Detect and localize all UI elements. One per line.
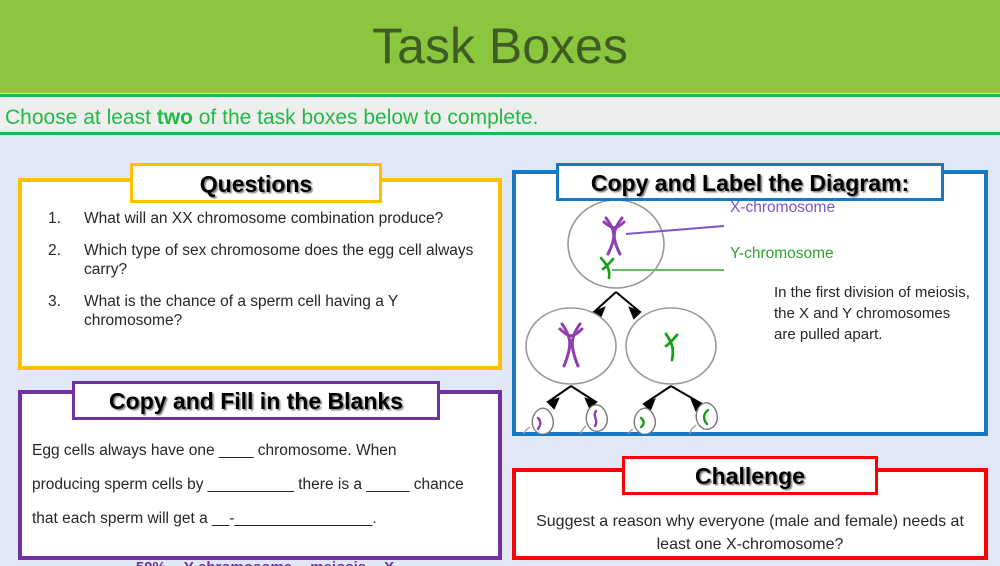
diagram-tab-label: Copy and Label the Diagram: bbox=[556, 163, 944, 201]
x-chromosome-icon bbox=[558, 322, 584, 368]
subtitle-after: of the task boxes below to complete. bbox=[192, 106, 539, 129]
blanks-line: Egg cells always have one ____ chromosom… bbox=[32, 442, 397, 459]
question-number: 3. bbox=[48, 293, 61, 310]
question-text: Which type of sex chromosome does the eg… bbox=[84, 242, 474, 278]
meiosis-diagram bbox=[522, 199, 725, 434]
challenge-tab-label: Challenge bbox=[622, 456, 878, 495]
question-text: What will an XX chromosome combination p… bbox=[84, 210, 444, 227]
blanks-line: producing sperm cells by __________ ther… bbox=[32, 476, 464, 493]
list-item: 1. What will an XX chromosome combinatio… bbox=[34, 209, 494, 228]
x-chromosome-label: X-chromosome bbox=[730, 199, 836, 216]
x-label-leader-line bbox=[625, 225, 725, 235]
question-number: 2. bbox=[48, 242, 61, 259]
subtitle-instruction: Choose at least two of the task boxes be… bbox=[5, 100, 538, 135]
list-item: 3. What is the chance of a sperm cell ha… bbox=[34, 292, 494, 330]
sperm-cell-x-icon bbox=[522, 407, 554, 434]
division-arrows-1 bbox=[592, 291, 642, 320]
subtitle-before: Choose at least bbox=[5, 106, 157, 129]
list-item: 2. Which type of sex chromosome does the… bbox=[34, 241, 494, 279]
challenge-text: Suggest a reason why everyone (male and … bbox=[536, 513, 964, 553]
y-chromosome-icon bbox=[599, 256, 615, 280]
y-chromosome-icon bbox=[664, 332, 679, 362]
word-bank: 50% Y-chromosome meiosis X bbox=[32, 559, 498, 566]
questions-tab-label: Questions bbox=[130, 163, 382, 203]
subtitle-emphasis: two bbox=[156, 106, 193, 129]
word-bank-item: X bbox=[384, 559, 394, 566]
diagram-task-box[interactable]: X-chromosome Y-chromosome In the first d… bbox=[512, 170, 988, 436]
fill-in-blanks-tab-label: Copy and Fill in the Blanks bbox=[72, 381, 440, 420]
question-text: What is the chance of a sperm cell havin… bbox=[84, 293, 398, 329]
sperm-cell-x-icon bbox=[579, 404, 608, 434]
questions-task-box[interactable]: 1. What will an XX chromosome combinatio… bbox=[18, 178, 502, 370]
fill-in-blanks-body: Egg cells always have one ____ chromosom… bbox=[32, 434, 498, 566]
header-band bbox=[0, 0, 1000, 93]
questions-list: 1. What will an XX chromosome combinatio… bbox=[34, 209, 494, 343]
sperm-cell-y-icon bbox=[689, 402, 718, 434]
question-number: 1. bbox=[48, 210, 61, 227]
word-bank-item: Y-chromosome bbox=[184, 559, 292, 566]
sperm-cell-y-icon bbox=[627, 407, 656, 434]
division-arrows-2 bbox=[546, 385, 704, 412]
diagram-note-text: In the first division of meiosis, the X … bbox=[774, 284, 970, 343]
subtitle-band: Choose at least two of the task boxes be… bbox=[0, 94, 1000, 135]
x-chromosome-icon bbox=[602, 216, 626, 256]
word-bank-item: meiosis bbox=[310, 559, 366, 566]
blanks-line: that each sperm will get a __-__________… bbox=[32, 510, 377, 527]
word-bank-item: 50% bbox=[136, 559, 166, 566]
y-chromosome-label: Y-chromosome bbox=[730, 245, 834, 262]
page-title: Task Boxes bbox=[372, 18, 628, 74]
